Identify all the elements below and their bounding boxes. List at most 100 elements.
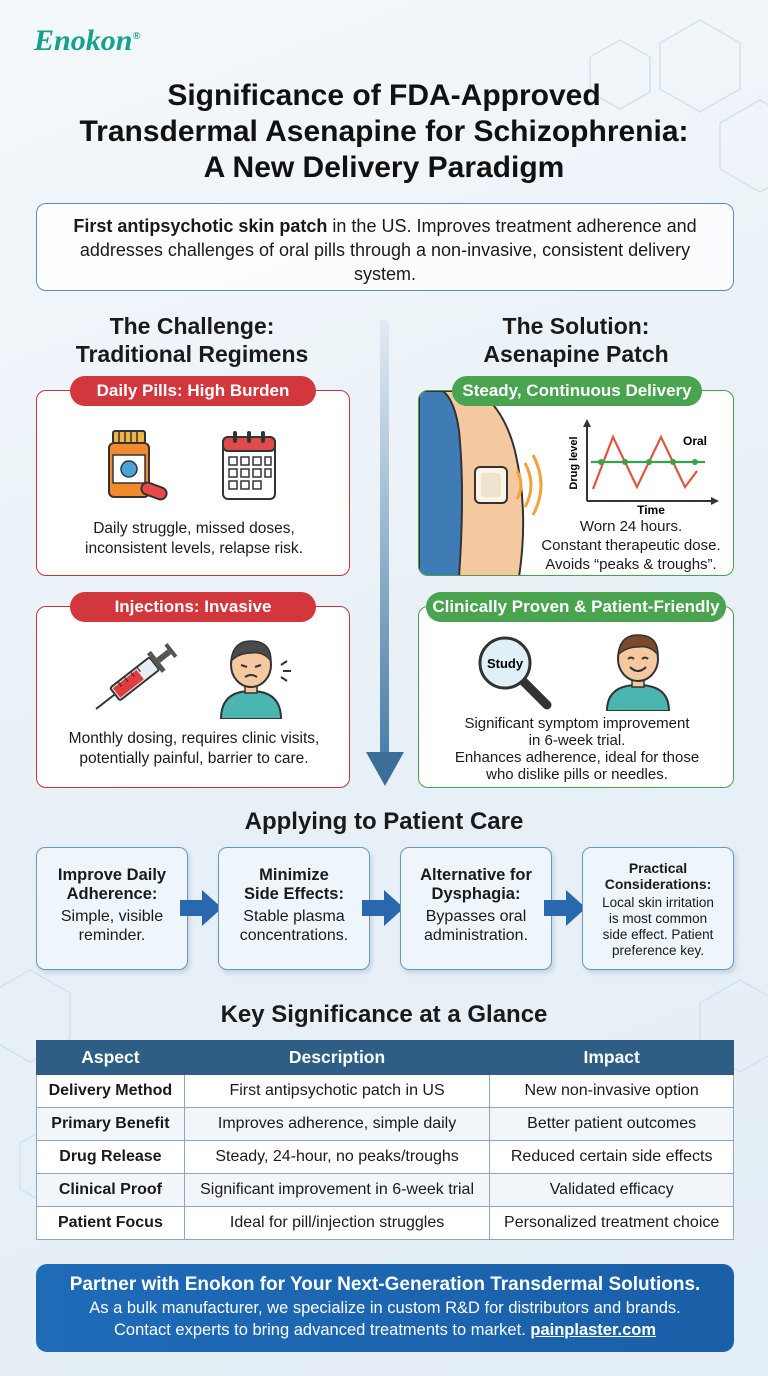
step-desc-line-1: Bypasses oral [425, 908, 527, 925]
title-line-2: Transdermal Asenapine for Schizophrenia: [79, 115, 689, 148]
brand-logo: Enokon® [34, 24, 141, 58]
footer-line-2: Contact experts to bring advanced treatm… [36, 1319, 734, 1341]
step-title-line-2: Dysphagia: [431, 885, 521, 903]
proven-line-1: Significant symptom improvement [464, 715, 690, 732]
intro-bold: First antipsychotic skin patch [73, 216, 328, 236]
column-header-impact: Impact [489, 1040, 734, 1075]
cell-description: Ideal for pill/injection struggles [183, 1206, 491, 1240]
column-header-description: Description [183, 1040, 491, 1075]
distressed-person-icon [219, 640, 291, 719]
daily-pills-line-1: Daily struggle, missed doses, [93, 520, 295, 537]
page-title: Significance of FDA-Approved Transdermal… [0, 78, 768, 186]
injections-description: Monthly dosing, requires clinic visits, … [37, 729, 351, 769]
proven-line-2: in 6-week trial. [528, 732, 626, 749]
brand-name: Enokon [34, 24, 133, 57]
daily-pills-card: Daily struggle, missed doses, inconsiste… [36, 390, 350, 576]
step-title-line-2: Considerations: [604, 876, 712, 892]
step-title-line-1: Minimize [259, 866, 329, 884]
challenge-heading-line-1: The Challenge: [109, 313, 275, 339]
title-line-1: Significance of FDA-Approved [167, 79, 601, 112]
table-row: Patient Focus Ideal for pill/injection s… [36, 1206, 734, 1240]
cell-aspect: Delivery Method [36, 1074, 185, 1108]
pill-bottle-icon [108, 430, 168, 501]
proven-line-3: Enhances adherence, ideal for those [454, 749, 700, 766]
injections-line-2: potentially painful, barrier to care. [79, 750, 309, 767]
step-dysphagia: Alternative for Dysphagia: Bypasses oral… [400, 847, 552, 970]
step-title-line-2: Side Effects: [244, 885, 344, 903]
step-title: Minimize Side Effects: [219, 866, 369, 904]
table-row: Drug Release Steady, 24-hour, no peaks/t… [36, 1140, 734, 1174]
steady-delivery-description: Worn 24 hours. Constant therapeutic dose… [527, 517, 733, 574]
steady-delivery-card: Drug level Time Oral Worn 24 hours. Cons… [418, 390, 734, 576]
intro-text: in the US. Improves treatment adherence … [79, 216, 697, 284]
challenge-heading: The Challenge: Traditional Regimens [32, 312, 352, 368]
clinically-proven-tag: Clinically Proven & Patient-Friendly [426, 592, 726, 622]
daily-pills-tag: Daily Pills: High Burden [70, 376, 316, 406]
patient-care-heading: Applying to Patient Care [244, 808, 524, 835]
cell-impact: Better patient outcomes [489, 1107, 734, 1141]
cell-impact: Personalized treatment choice [489, 1206, 734, 1240]
steady-line-1: Worn 24 hours. [579, 518, 683, 535]
step-desc-line-2: reminder. [78, 927, 146, 944]
smiling-patient-icon [605, 634, 671, 711]
clinically-proven-description: Significant symptom improvement in 6-wee… [419, 715, 735, 783]
right-arrow-icon [362, 890, 404, 926]
step-title: Practical Considerations: [583, 860, 733, 892]
graph-y-label: Drug level [568, 436, 580, 489]
injections-tag: Injections: Invasive [70, 592, 316, 622]
footer-line-2-text: Contact experts to bring advanced treatm… [113, 1321, 531, 1339]
cell-impact: Reduced certain side effects [489, 1140, 734, 1174]
syringe-icon [95, 642, 178, 710]
cell-aspect: Drug Release [36, 1140, 185, 1174]
solution-heading-line-2: Asenapine Patch [483, 341, 669, 367]
step-desc-line-3: side effect. Patient [602, 927, 714, 942]
steady-line-3: Avoids “peaks & troughs”. [545, 556, 717, 573]
footer-line-1: As a bulk manufacturer, we specialize in… [89, 1299, 681, 1317]
step-description: Local skin irritation is most common sid… [583, 895, 733, 959]
step-side-effects: Minimize Side Effects: Stable plasma con… [218, 847, 370, 970]
step-title-line-1: Practical [628, 860, 688, 876]
magnifier-label: Study [487, 656, 524, 671]
step-title-line-1: Improve Daily [57, 866, 167, 884]
step-adherence: Improve Daily Adherence: Simple, visible… [36, 847, 188, 970]
right-arrow-icon [180, 890, 222, 926]
website-link[interactable]: painplaster.com [530, 1321, 657, 1339]
calendar-icon [222, 431, 276, 500]
step-desc-line-1: Simple, visible [60, 908, 164, 925]
daily-pills-line-2: inconsistent levels, relapse risk. [85, 540, 303, 557]
challenge-heading-line-2: Traditional Regimens [75, 341, 309, 367]
cell-aspect: Primary Benefit [36, 1107, 185, 1141]
cell-aspect: Clinical Proof [36, 1173, 185, 1207]
step-desc-line-1: Local skin irritation [602, 895, 714, 910]
cell-description: First antipsychotic patch in US [183, 1074, 491, 1108]
step-title-line-1: Alternative for [420, 866, 532, 884]
arm-with-patch-icon [419, 391, 543, 575]
injections-line-1: Monthly dosing, requires clinic visits, [68, 730, 320, 747]
divider-line [380, 320, 389, 760]
steady-delivery-tag: Steady, Continuous Delivery [452, 376, 702, 406]
cell-description: Improves adherence, simple daily [183, 1107, 491, 1141]
step-title-line-2: Adherence: [66, 885, 158, 903]
table-row: Primary Benefit Improves adherence, simp… [36, 1107, 734, 1141]
step-title: Alternative for Dysphagia: [401, 866, 551, 904]
steady-line-2: Constant therapeutic dose. [541, 537, 721, 554]
registered-mark: ® [132, 30, 141, 42]
injections-card: Monthly dosing, requires clinic visits, … [36, 606, 350, 788]
table-row: Clinical Proof Significant improvement i… [36, 1173, 734, 1207]
magnifier-study-icon: Study [478, 636, 552, 710]
daily-pills-description: Daily struggle, missed doses, inconsiste… [37, 519, 351, 559]
cell-aspect: Patient Focus [36, 1206, 185, 1240]
step-description: Simple, visible reminder. [37, 907, 187, 945]
step-description: Stable plasma concentrations. [219, 907, 369, 945]
step-desc-line-2: is most common [608, 911, 708, 926]
cell-description: Significant improvement in 6-week trial [183, 1173, 491, 1207]
footer-headline: Partner with Enokon for Your Next-Genera… [69, 1274, 701, 1295]
title-line-3: A New Delivery Paradigm [203, 151, 565, 184]
table-header-row: Aspect Description Impact [36, 1040, 734, 1075]
step-title: Improve Daily Adherence: [37, 866, 187, 904]
solution-heading-line-1: The Solution: [502, 313, 650, 339]
step-desc-line-2: concentrations. [239, 927, 349, 944]
step-desc-line-2: administration. [423, 927, 529, 944]
step-practical: Practical Considerations: Local skin irr… [582, 847, 734, 970]
column-header-aspect: Aspect [36, 1040, 185, 1075]
